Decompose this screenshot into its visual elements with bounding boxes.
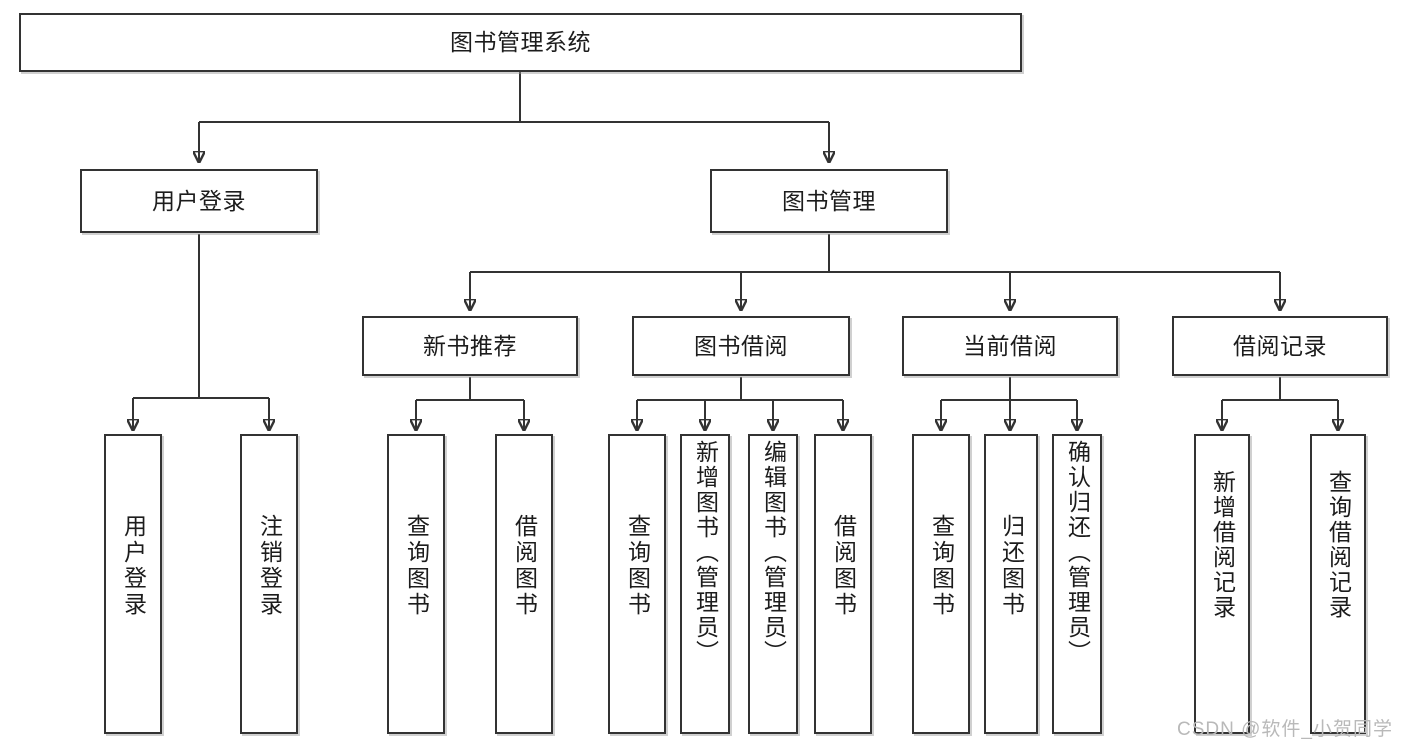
- leaf-book-borrow-edit[interactable]: 编辑图书（管理员）: [748, 434, 798, 734]
- node-new-book-recommend[interactable]: 新书推荐: [362, 316, 578, 376]
- node-label: 当前借阅: [963, 332, 1057, 359]
- node-label: 借阅图书: [511, 514, 538, 618]
- leaf-current-borrow-return[interactable]: 归还图书: [984, 434, 1038, 734]
- leaf-current-borrow-query[interactable]: 查询图书: [912, 434, 970, 734]
- node-book-management[interactable]: 图书管理: [710, 169, 948, 233]
- leaf-book-borrow-add[interactable]: 新增图书（管理员）: [680, 434, 730, 734]
- node-label: 新增图书（管理员）: [692, 440, 719, 665]
- node-label: 借阅记录: [1233, 332, 1327, 359]
- node-label: 查询图书: [624, 514, 651, 618]
- node-label: 图书管理系统: [450, 29, 591, 56]
- node-label: 图书管理: [782, 187, 876, 214]
- node-label: 查询借阅记录: [1325, 470, 1352, 620]
- node-label: 归还图书: [998, 514, 1025, 618]
- node-borrow-record[interactable]: 借阅记录: [1172, 316, 1388, 376]
- node-root-system[interactable]: 图书管理系统: [19, 13, 1022, 72]
- watermark-text: CSDN @软件_小贺同学: [1177, 719, 1393, 740]
- node-label: 编辑图书（管理员）: [760, 440, 787, 665]
- leaf-new-book-borrow[interactable]: 借阅图书: [495, 434, 553, 734]
- leaf-user-login-login[interactable]: 用户登录: [104, 434, 162, 734]
- node-user-login[interactable]: 用户登录: [80, 169, 318, 233]
- node-current-borrow[interactable]: 当前借阅: [902, 316, 1118, 376]
- node-book-borrow[interactable]: 图书借阅: [632, 316, 850, 376]
- node-label: 图书借阅: [694, 332, 788, 359]
- node-label: 新书推荐: [423, 332, 517, 359]
- node-label: 确认归还（管理员）: [1064, 440, 1091, 665]
- leaf-borrow-record-add[interactable]: 新增借阅记录: [1194, 434, 1250, 734]
- leaf-book-borrow-query[interactable]: 查询图书: [608, 434, 666, 734]
- leaf-user-login-logout[interactable]: 注销登录: [240, 434, 298, 734]
- node-label: 用户登录: [152, 187, 246, 214]
- leaf-borrow-record-query[interactable]: 查询借阅记录: [1310, 434, 1366, 734]
- node-label: 新增借阅记录: [1209, 470, 1236, 620]
- leaf-new-book-query[interactable]: 查询图书: [387, 434, 445, 734]
- node-label: 注销登录: [256, 514, 283, 618]
- leaf-book-borrow-borrow[interactable]: 借阅图书: [814, 434, 872, 734]
- node-label: 查询图书: [403, 514, 430, 618]
- leaf-current-borrow-confirm[interactable]: 确认归还（管理员）: [1052, 434, 1102, 734]
- node-label: 借阅图书: [830, 514, 857, 618]
- node-label: 查询图书: [928, 514, 955, 618]
- node-label: 用户登录: [120, 514, 147, 618]
